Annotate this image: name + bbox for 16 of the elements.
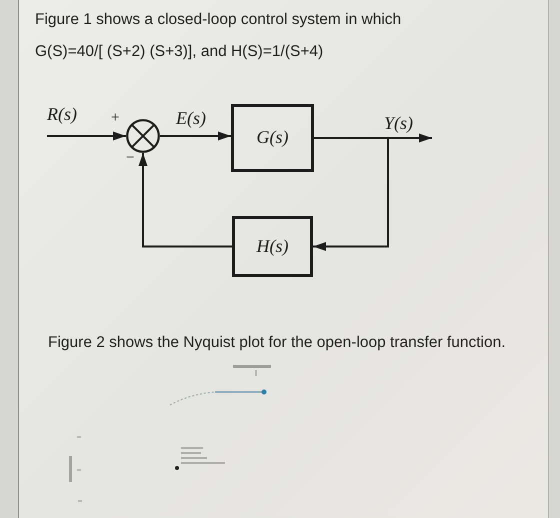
signal-arrow — [313, 137, 389, 251]
signal-arrow — [47, 132, 126, 140]
paragraph-text: Figure 2 shows the Nyquist plot for the open-loop transfer function. — [48, 333, 506, 353]
signal-arrow — [160, 132, 231, 140]
transfer-function-block — [231, 104, 314, 172]
summing-junction — [126, 119, 160, 153]
block-label: H(s) — [256, 236, 288, 256]
paragraph-text: Figure 1 shows a closed-loop control system in which G(S)=40/[ (S+2) (S+3)], and H(S)=1/(S+4) — [35, 10, 402, 62]
signal-label: R(s) — [47, 105, 77, 125]
signal-arrow — [138, 153, 232, 248]
signal-label: Y(s) — [384, 114, 414, 134]
block-label: G(s) — [256, 128, 288, 148]
signal-label: E(s) — [176, 109, 206, 129]
sign-label: + — [111, 111, 120, 126]
transfer-function-block — [232, 216, 313, 277]
sign-label: − — [126, 151, 134, 166]
